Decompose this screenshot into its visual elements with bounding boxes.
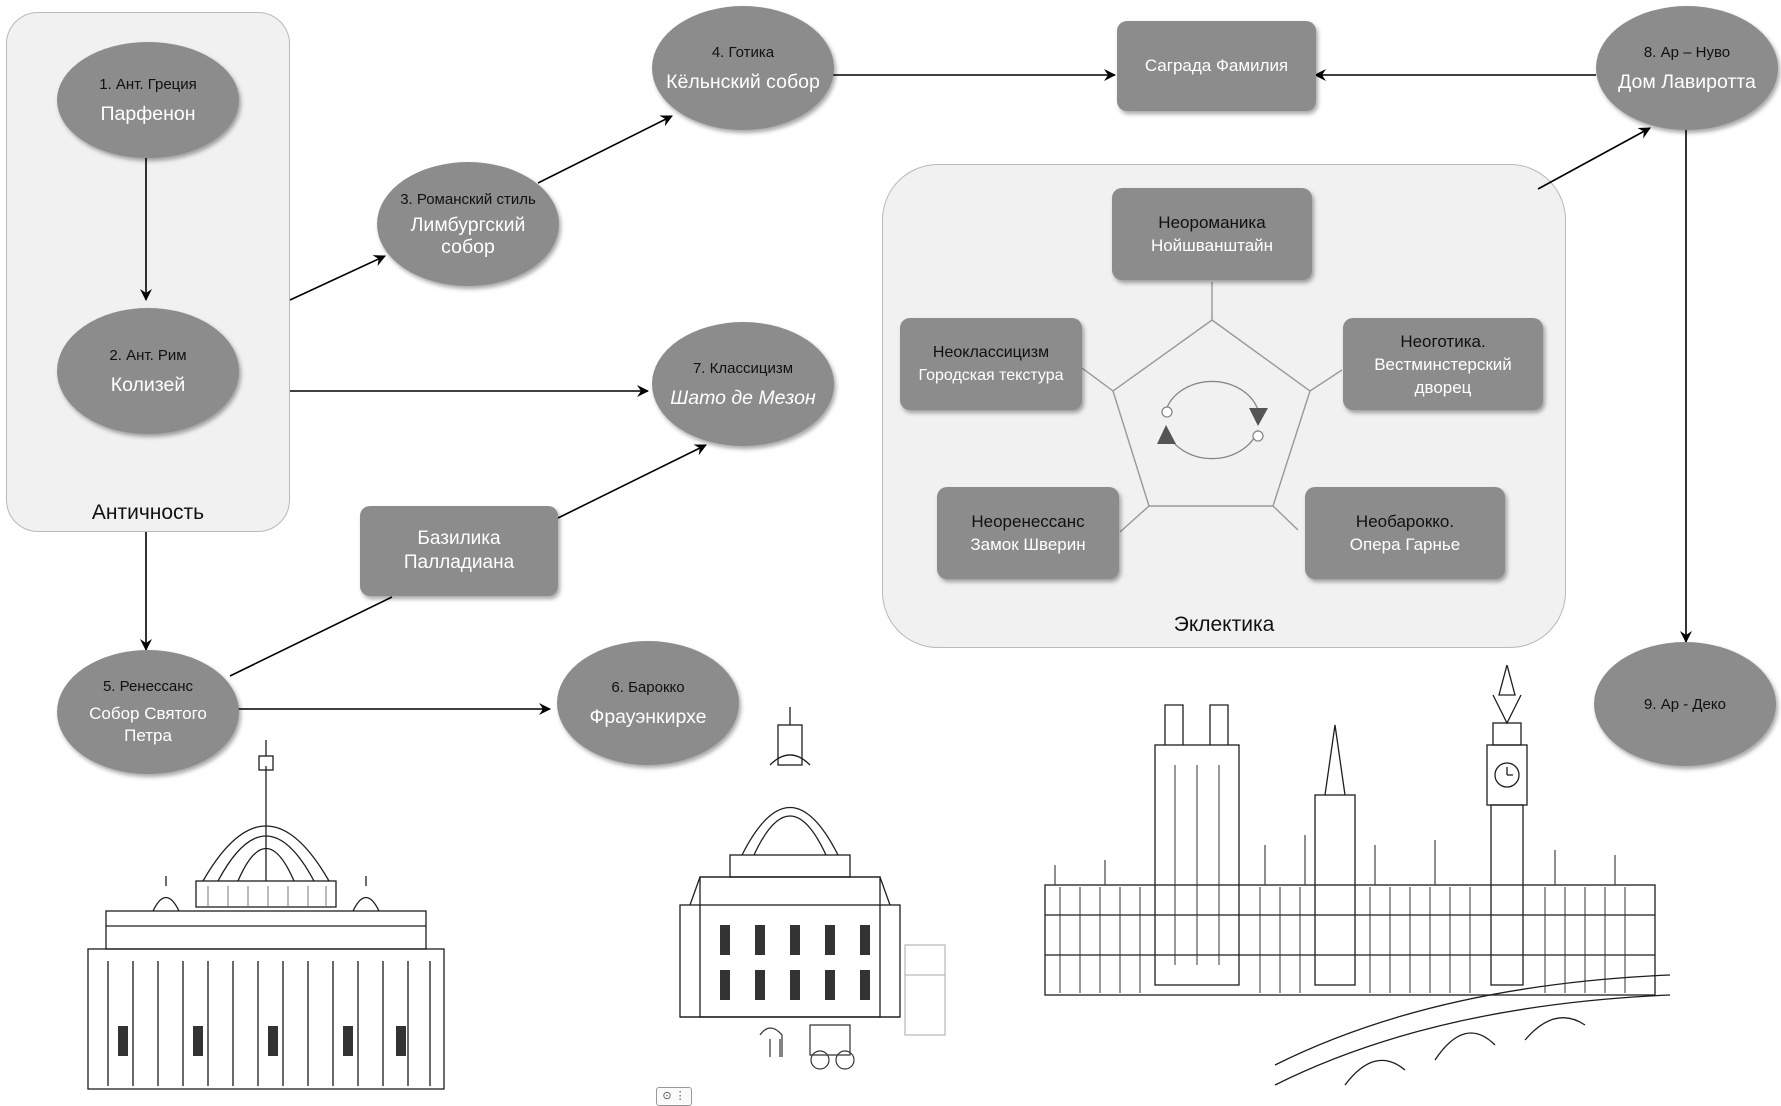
node-romanesque-name: Лимбургский собор [410, 213, 526, 258]
box-basilica: Базилика Палладиана [360, 506, 558, 596]
node-classicism: 7. Классицизм Шато де Мезон [652, 322, 834, 446]
node-artnouveau: 8. Ар – Нуво Дом Лавиротта [1596, 6, 1778, 130]
arrow-antiquity-romanesque [289, 255, 386, 301]
box-neogothic: Неоготика. Вестминстерский дворец [1343, 318, 1543, 410]
box-neogothic-example: Вестминстерский дворец [1374, 354, 1512, 397]
node-rome: 2. Ант. Рим Колизей [57, 308, 239, 434]
node-gothic-num: 4. Готика [711, 43, 775, 61]
node-greece: 1. Ант. Греция Парфенон [57, 42, 239, 158]
box-neoclassicism-example: Городская текстура [918, 367, 1064, 384]
box-neoromanesque-example: Нойшванштайн [1150, 236, 1274, 255]
cycle-arrow-down-icon [1249, 408, 1268, 426]
node-greece-num: 1. Ант. Греция [99, 75, 197, 93]
box-neogothic-style: Неоготика. [1400, 331, 1486, 351]
node-romanesque: 3. Романский стиль Лимбургский собор [377, 162, 559, 286]
st-peters-sketch-image [87, 740, 445, 1090]
image-toolbar[interactable]: ⊙ ⋮ [656, 1087, 692, 1106]
frauenkirche-sketch-image [679, 707, 946, 1070]
node-romanesque-num: 3. Романский стиль [400, 190, 536, 208]
node-baroque-name: Фрауэнкирхе [589, 705, 707, 728]
node-gothic-name: Кёльнский собор [666, 70, 820, 93]
node-classicism-name: Шато де Мезон [670, 386, 816, 409]
box-neoclassicism: Неоклассицизм Городская текстура [900, 318, 1082, 410]
node-artdeco: 9. Ар - Деко [1594, 642, 1776, 766]
node-renaissance-name: Собор Святого Петра [89, 703, 207, 745]
westminster-sketch-image [1044, 665, 1670, 1086]
box-neorenaissance-style: Неоренессанс [971, 512, 1085, 531]
group-label-eclectic: Эклектика [1173, 613, 1275, 636]
node-gothic: 4. Готика Кёльнский собор [652, 6, 834, 130]
cycle-icon [1161, 380, 1264, 460]
node-baroque: 6. Барокко Фрауэнкирхе [557, 641, 739, 765]
box-neobaroque-style: Необарокко. [1355, 512, 1455, 531]
arrow-romanesque-gothic [537, 115, 673, 184]
node-classicism-num: 7. Классицизм [692, 359, 794, 377]
box-neorenaissance-example: Замок Шверин [970, 535, 1086, 554]
node-greece-name: Парфенон [100, 102, 196, 125]
arrow-basilica-classicism [557, 444, 707, 519]
arrow-eclectic-artnouveau [1537, 127, 1651, 190]
cycle-arrow-up-icon [1157, 425, 1176, 444]
box-neobaroque: Необарокко. Опера Гарнье [1305, 487, 1505, 579]
node-renaissance-num: 5. Ренессанс [102, 677, 194, 695]
group-label-antiquity: Античность [91, 501, 205, 524]
box-neoclassicism-style: Неоклассицизм [932, 344, 1050, 361]
node-renaissance: 5. Ренессанс Собор Святого Петра [57, 650, 239, 774]
box-neoromanesque: Неороманика Нойшванштайн [1112, 188, 1312, 280]
box-neorenaissance: Неоренессанс Замок Шверин [937, 487, 1119, 579]
line-renaissance-basilica [229, 596, 393, 677]
box-neobaroque-example: Опера Гарнье [1349, 535, 1461, 554]
node-rome-name: Колизей [110, 373, 186, 396]
eclectic-pentagon [1112, 319, 1311, 507]
box-sagrada: Саграда Фамилия [1117, 21, 1316, 111]
node-artdeco-num: 9. Ар - Деко [1644, 695, 1726, 713]
box-sagrada-label: Саграда Фамилия [1144, 56, 1289, 75]
node-rome-num: 2. Ант. Рим [109, 346, 187, 364]
node-baroque-num: 6. Барокко [611, 678, 685, 696]
node-artnouveau-num: 8. Ар – Нуво [1643, 43, 1731, 61]
box-basilica-label: Базилика Палладиана [403, 528, 515, 573]
box-neoromanesque-style: Неороманика [1158, 213, 1266, 232]
node-artnouveau-name: Дом Лавиротта [1618, 70, 1756, 93]
